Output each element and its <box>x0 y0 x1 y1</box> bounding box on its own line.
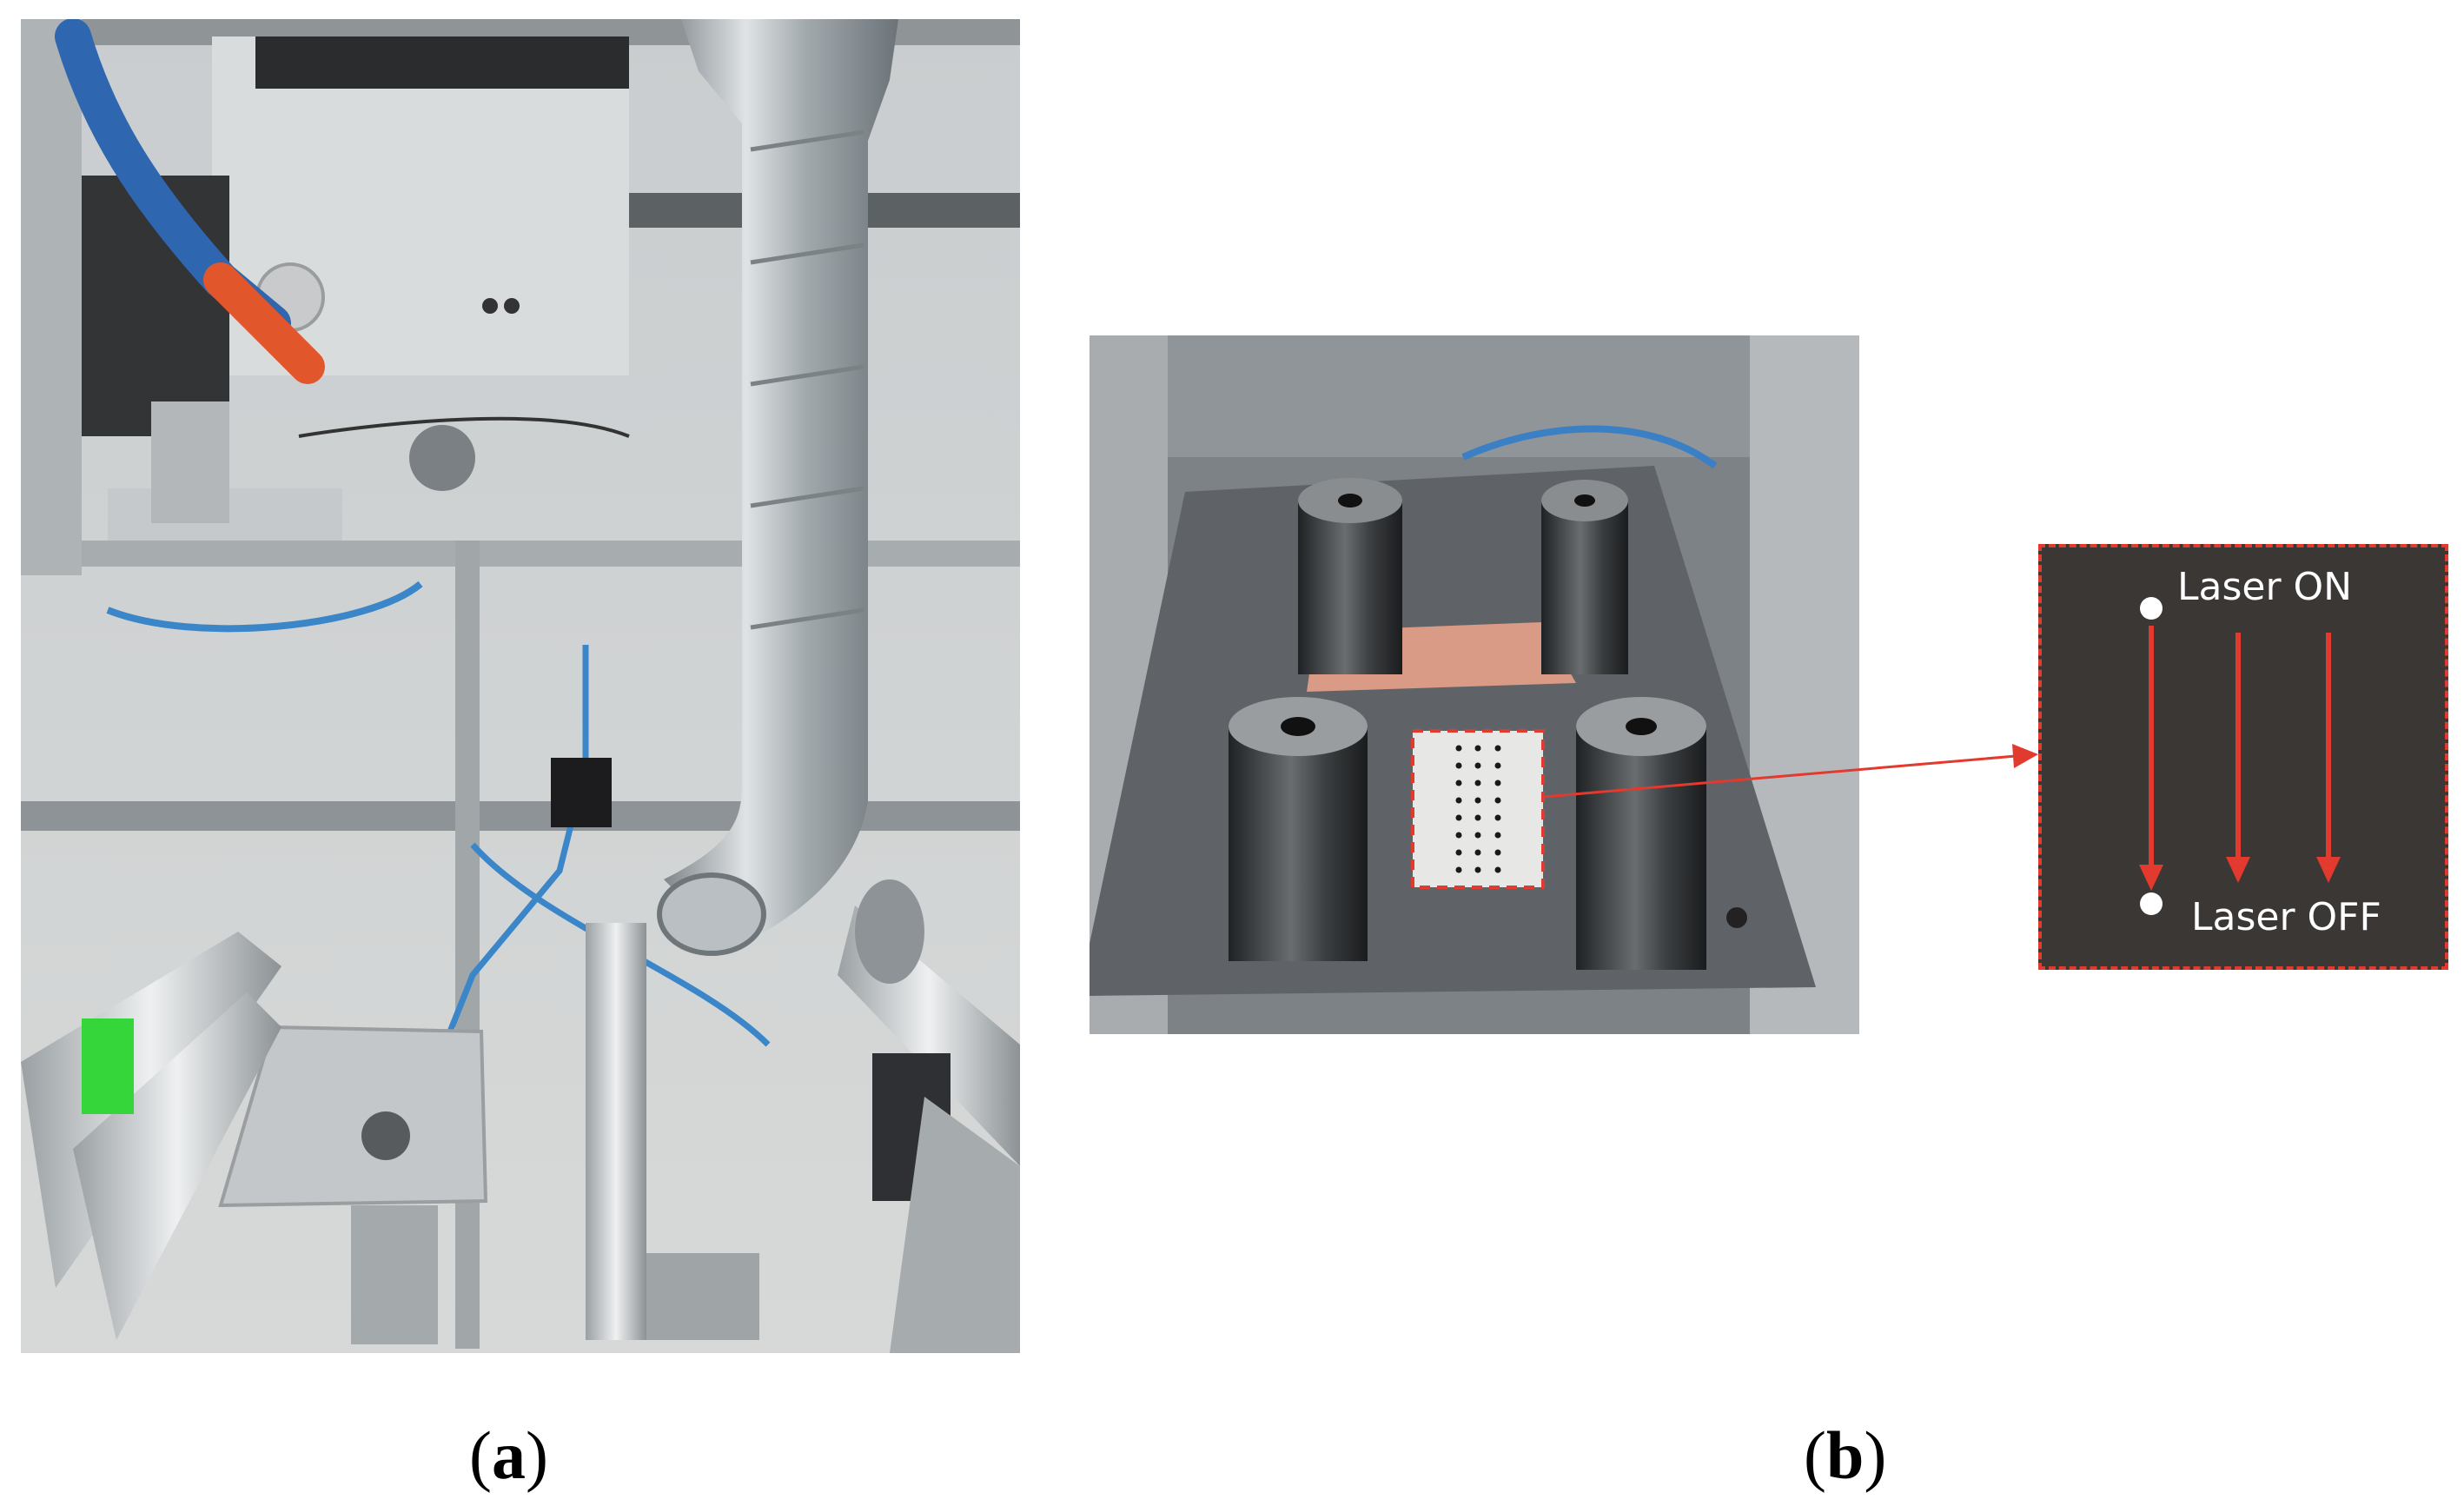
laser-path-inset: Laser ON Laser OFF <box>2038 544 2448 970</box>
panel-label-b: (b) <box>1804 1417 1887 1493</box>
laser-path-diagram <box>2139 597 2341 915</box>
scan-arrow-1 <box>2139 626 2163 891</box>
scan-arrow-3 <box>2316 633 2341 883</box>
photo-sample-fixture <box>1090 335 1859 1034</box>
laser-on-marker <box>2140 597 2163 620</box>
laser-on-label: Laser ON <box>2177 565 2353 609</box>
scan-arrow-2 <box>2226 633 2250 883</box>
laser-off-label: Laser OFF <box>2191 895 2381 939</box>
laser-off-marker <box>2140 892 2163 915</box>
panel-label-a: (a) <box>469 1417 548 1493</box>
photo-laser-station <box>21 19 1020 1353</box>
